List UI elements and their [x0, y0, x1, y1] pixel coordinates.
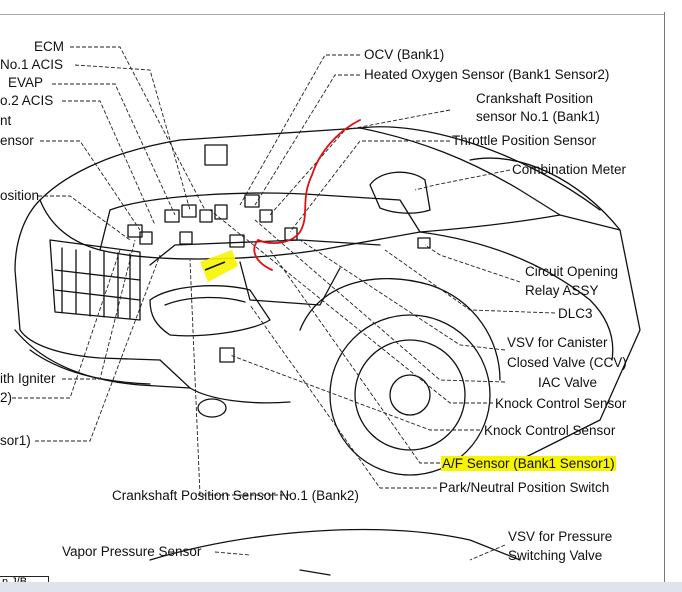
- front-face: [14, 199, 161, 361]
- label-crankshaft-position-bank2: Crankshaft Position Sensor No.1 (Bank2): [112, 488, 359, 503]
- label-circuit-opening-b: Relay ASSY: [525, 283, 599, 298]
- door-outline: [519, 214, 641, 461]
- label-sor1: sor1): [0, 433, 31, 448]
- engine-bay: [99, 192, 421, 251]
- wheel-arch: [299, 278, 501, 381]
- label-ensor: ensor: [0, 133, 34, 148]
- label-knock-control-sensor-2: Knock Control Sensor: [484, 423, 616, 438]
- frame-top-border: [0, 14, 664, 15]
- label-crankshaft-position-a: Crankshaft Position: [476, 91, 594, 106]
- label-osition: osition: [0, 188, 40, 203]
- cowl-line: [359, 126, 601, 211]
- label-vsv-pressure-a: VSV for Pressure: [508, 529, 613, 544]
- label-heated-oxygen-sensor: Heated Oxygen Sensor (Bank1 Sensor2): [364, 67, 610, 82]
- label-park-neutral-switch: Park/Neutral Position Switch: [439, 480, 610, 495]
- bumper: [14, 329, 191, 389]
- label-ocv: OCV (Bank1): [364, 47, 445, 62]
- label-nt: nt: [0, 113, 12, 128]
- label-evap: EVAP: [8, 75, 44, 90]
- windshield-line: [469, 157, 621, 231]
- red-annotation-stroke: [253, 119, 361, 271]
- grille-frame: [49, 239, 141, 321]
- label-af-sensor: A/F Sensor (Bank1 Sensor1): [441, 456, 616, 472]
- label-ecm: ECM: [34, 39, 64, 54]
- label-vsv-pressure-b: Switching Valve: [508, 548, 603, 563]
- headlight: [149, 285, 271, 337]
- fender-line: [419, 231, 614, 361]
- frame-right-border: [664, 12, 665, 584]
- label-combination-meter: Combination Meter: [512, 162, 627, 177]
- side-mirror: [369, 171, 431, 214]
- label-vapor-pressure-sensor: Vapor Pressure Sensor: [62, 544, 202, 559]
- front-wheel: [329, 314, 491, 476]
- label-knock-control-sensor-1: Knock Control Sensor: [495, 396, 627, 411]
- label-vsv-canister-b: Closed Valve (CCV): [507, 355, 627, 370]
- label-acis-1: No.1 ACIS: [0, 57, 64, 72]
- label-iac-valve: IAC Valve: [538, 375, 598, 390]
- label-igniter: ith Igniter: [0, 371, 56, 386]
- label-acis-2: o.2 ACIS: [0, 93, 54, 108]
- label-dlc3: DLC3: [558, 306, 593, 321]
- label-throttle-position-sensor: Throttle Position Sensor: [452, 133, 597, 148]
- label-circuit-opening-a: Circuit Opening: [525, 264, 619, 279]
- af-sensor-highlight: [200, 250, 238, 282]
- label-vsv-canister-a: VSV for Canister: [507, 335, 608, 350]
- af-sensor-text: A/F Sensor (Bank1 Sensor1): [441, 456, 616, 471]
- lower-panel: [149, 528, 521, 561]
- label-crankshaft-position-b: sensor No.1 (Bank1): [476, 109, 600, 124]
- label-two: 2): [0, 390, 13, 405]
- footer-scroll-strip: [0, 582, 682, 592]
